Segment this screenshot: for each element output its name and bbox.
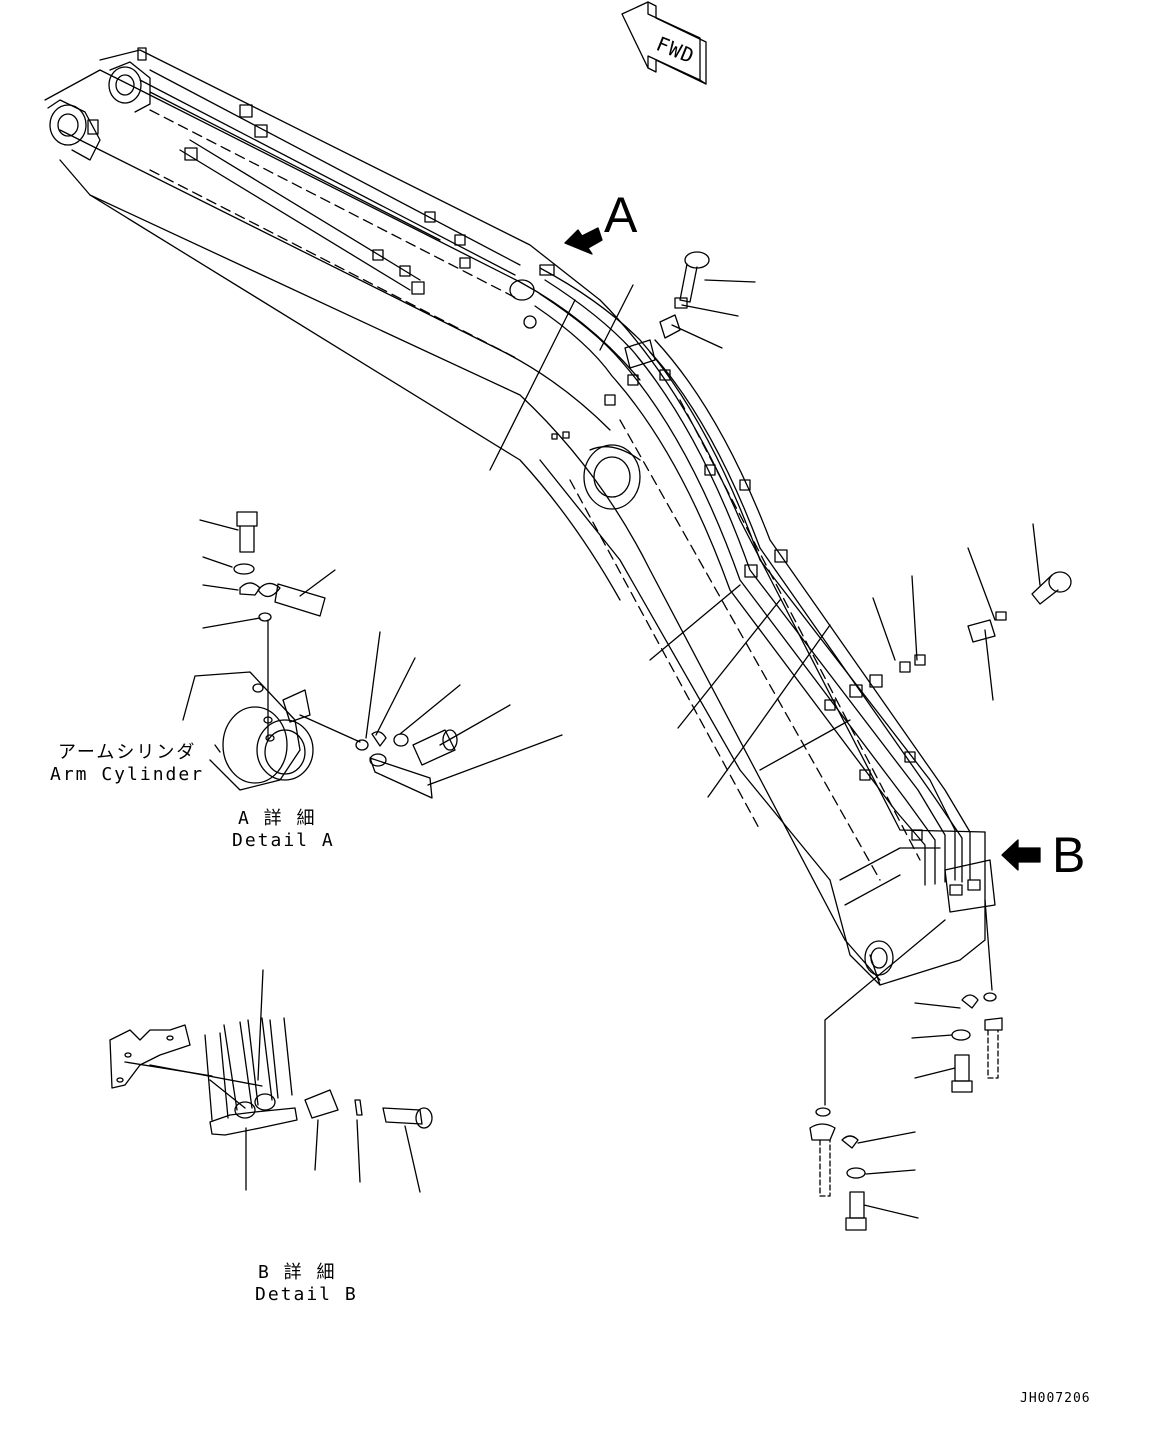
drawing-reference: JH007206 — [1020, 1391, 1091, 1406]
arm-cylinder-en: Arm Cylinder — [50, 764, 205, 785]
detail-a-jp: A 詳 細 — [238, 808, 317, 829]
main-leaders — [490, 280, 1040, 1105]
detail-a-parts — [183, 512, 562, 798]
detail-a-en: Detail A — [232, 830, 335, 851]
detail-b-parts — [110, 970, 432, 1192]
detail-b-jp: B 詳 細 — [258, 1262, 337, 1283]
fwd-arrow-icon — [622, 2, 706, 84]
arm-cylinder-jp: アームシリンダ — [58, 742, 197, 763]
view-b-letter: B — [1052, 827, 1086, 883]
bolt-group-a-main — [660, 252, 709, 338]
view-a-letter: A — [604, 187, 638, 243]
boom-piping — [140, 70, 995, 912]
boom-structure — [45, 48, 985, 985]
detail-b-en: Detail B — [255, 1284, 358, 1305]
arrow-b-icon — [1002, 840, 1040, 870]
arrow-a-icon — [565, 228, 602, 254]
bolt-group-right — [900, 572, 1071, 672]
detail-b-main-parts — [810, 993, 1002, 1230]
